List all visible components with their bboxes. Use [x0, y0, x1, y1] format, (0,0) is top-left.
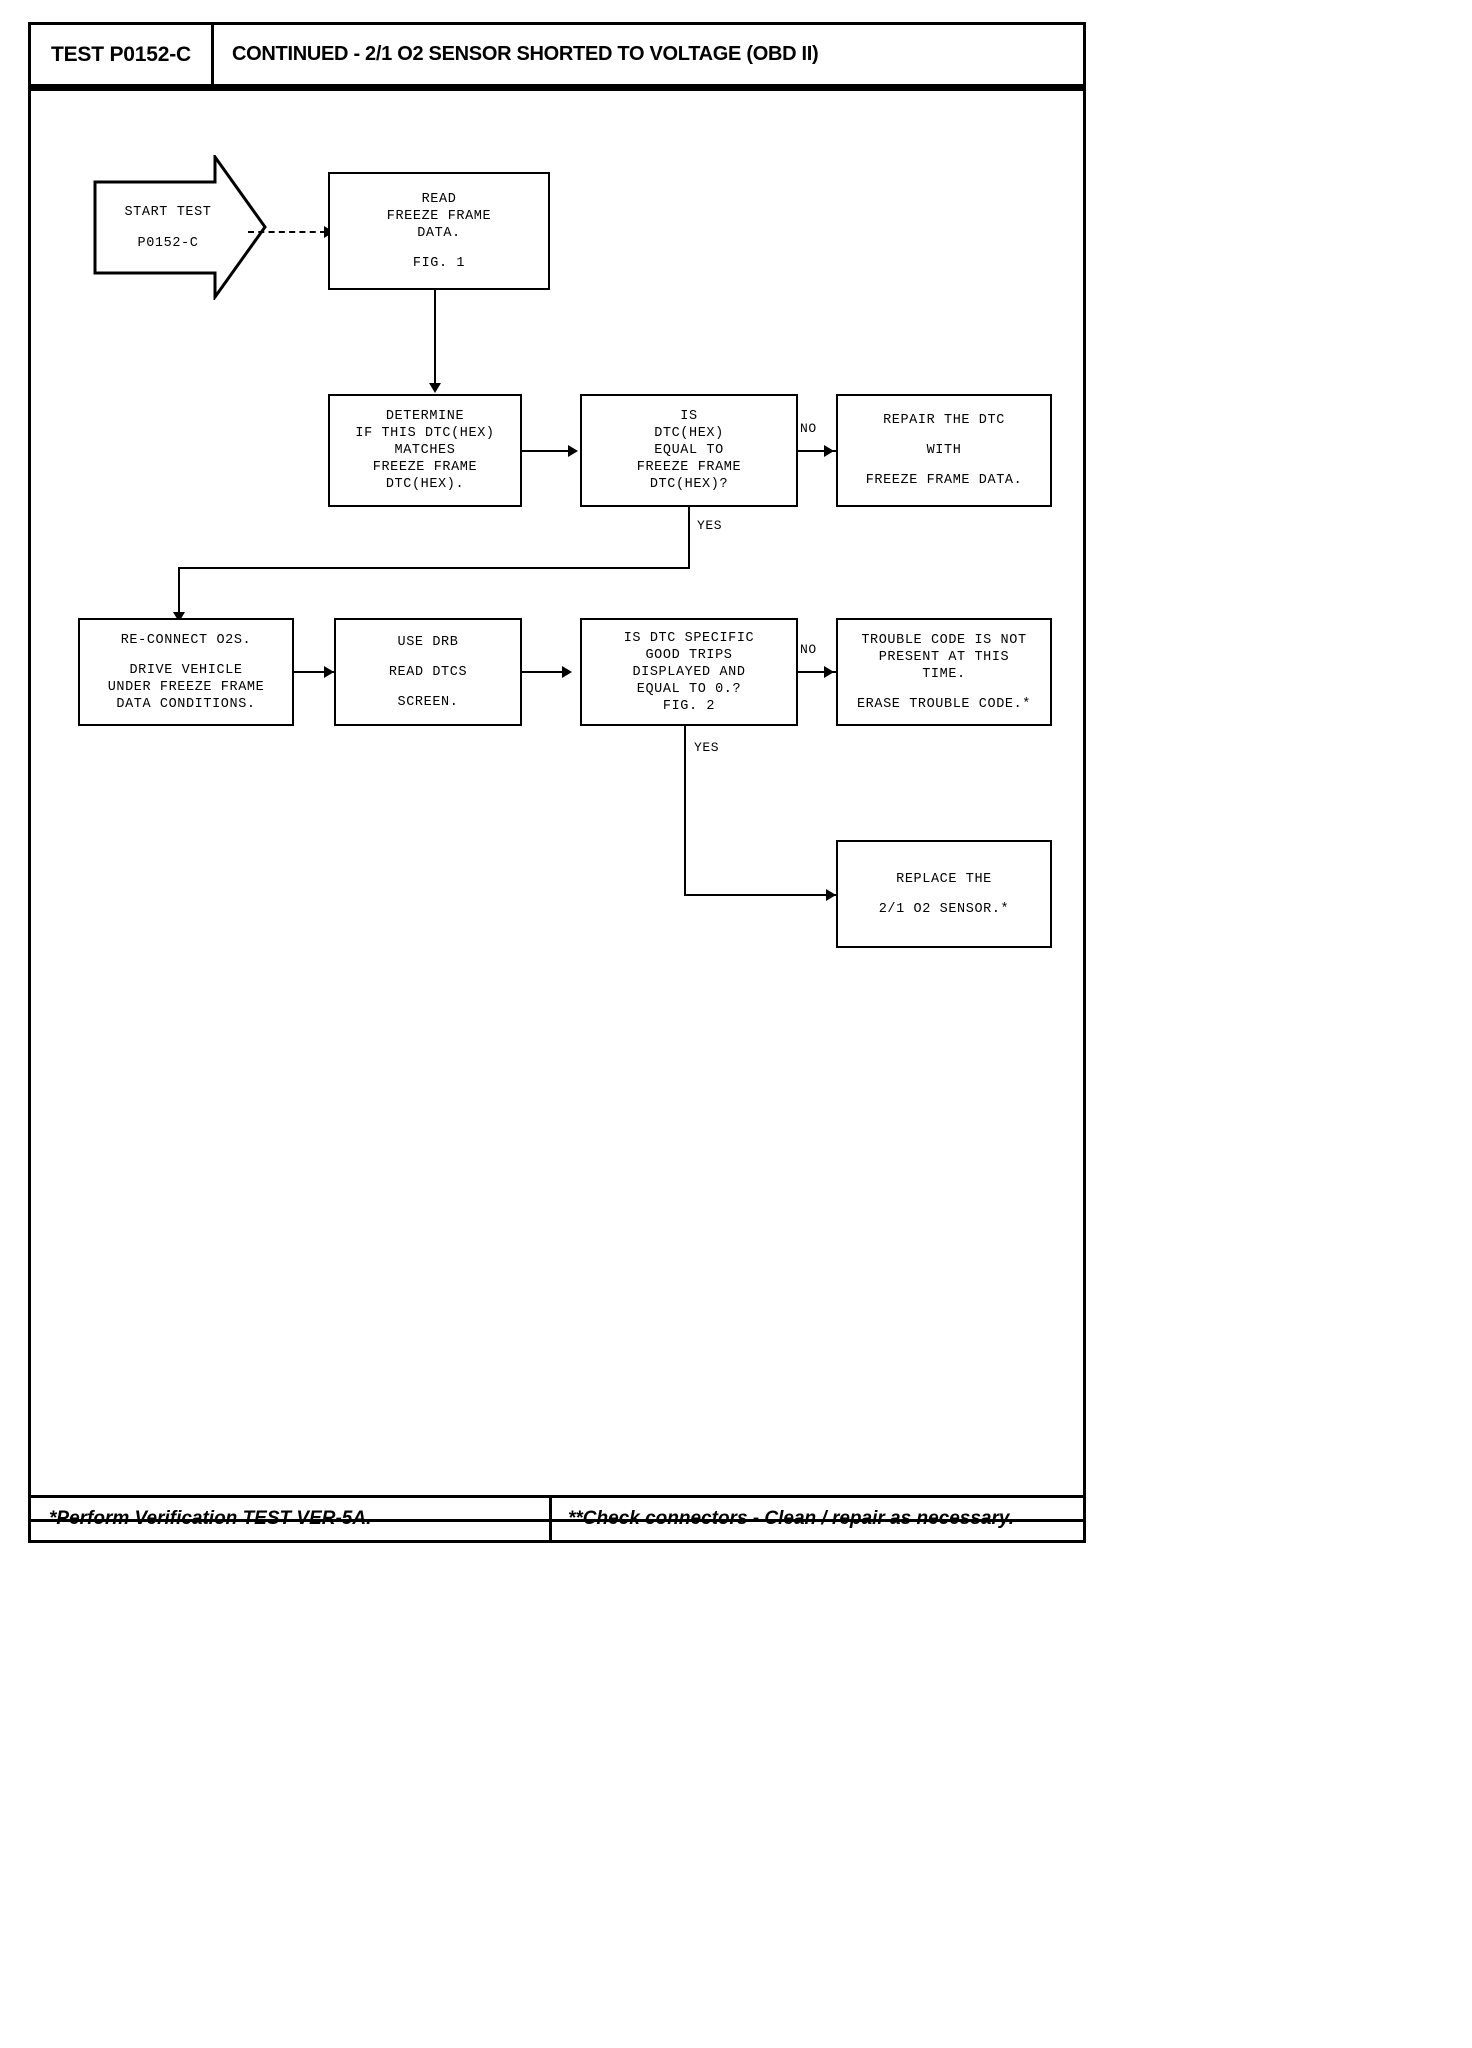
connector-isequal-yes-left: [178, 567, 690, 569]
node-line: REPAIR THE DTC: [883, 413, 1005, 428]
start-arrow-shape: [93, 155, 268, 300]
connector-goodtrips-no: [798, 671, 836, 673]
node-line: IS DTC SPECIFIC: [623, 630, 755, 646]
node-line: IF THIS DTC(HEX): [355, 426, 495, 441]
start-line-2: P0152-C: [137, 235, 199, 251]
header-divider-rule: [28, 84, 1086, 91]
connector-read-to-determine: [434, 290, 436, 385]
connector-usedrb-to-goodtrips: [522, 671, 570, 673]
node-line: ERASE TROUBLE CODE.*: [856, 696, 1032, 712]
node-line: GOOD TRIPS: [645, 647, 733, 663]
node-line: FIG. 2: [662, 698, 716, 714]
node-is-dtc-specific-good-trips[interactable]: IS DTC SPECIFIC GOOD TRIPS DISPLAYED AND…: [580, 618, 798, 726]
header-test-code-cell: TEST P0152-C: [31, 25, 214, 84]
node-line: DISPLAYED AND: [632, 664, 746, 680]
start-node-text: START TEST P0152-C: [93, 155, 243, 300]
page-footer: *Perform Verification TEST VER-5A. **Che…: [28, 1495, 1086, 1543]
node-read-freeze-frame[interactable]: READ FREEZE FRAME DATA. FIG. 1: [328, 172, 550, 290]
node-is-dtc-equal[interactable]: IS DTC(HEX) EQUAL TO FREEZE FRAME DTC(HE…: [580, 394, 798, 507]
node-trouble-code-not-present[interactable]: TROUBLE CODE IS NOT PRESENT AT THIS TIME…: [836, 618, 1052, 726]
connector-isequal-yes-down: [688, 507, 690, 569]
node-line: WITH: [926, 443, 962, 458]
node-line: READ: [421, 191, 457, 207]
node-line: PRESENT AT THIS: [878, 649, 1010, 665]
node-line: READ DTCS: [388, 664, 468, 680]
node-line: DTC(HEX).: [385, 477, 465, 492]
node-line: IS: [680, 409, 698, 424]
node-line: FREEZE FRAME: [636, 460, 742, 475]
footer-verification-note: *Perform Verification TEST VER-5A.: [49, 1508, 372, 1529]
arrowhead-goodtrips-no: [824, 666, 834, 678]
arrowhead-isequal-yes: [173, 612, 185, 622]
node-line: DATA.: [417, 225, 461, 241]
node-line: REPLACE THE: [896, 871, 992, 887]
node-line: DTC(HEX)?: [649, 477, 729, 492]
edge-label-no-1: NO: [800, 421, 817, 436]
connector-determine-to-isequal: [522, 450, 570, 452]
node-line: FREEZE FRAME: [386, 208, 492, 224]
node-line: FREEZE FRAME: [372, 460, 478, 475]
start-line-1: START TEST: [124, 204, 212, 220]
footer-right-cell: **Check connectors - Clean / repair as n…: [552, 1498, 1083, 1540]
header-title-cell: CONTINUED - 2/1 O2 SENSOR SHORTED TO VOL…: [214, 25, 1083, 84]
connector-start-to-read: [248, 231, 326, 233]
node-line: TIME.: [922, 666, 966, 682]
page-border: [28, 22, 1086, 1522]
arrowhead-read-to-determine: [429, 383, 441, 393]
node-line: DATA CONDITIONS.: [116, 696, 256, 712]
arrowhead-reconnect-to-usedrb: [324, 666, 334, 678]
node-line: EQUAL TO: [654, 443, 724, 458]
connector-isequal-yes-down2: [178, 567, 180, 617]
node-line: TROUBLE CODE IS NOT: [861, 632, 1027, 648]
arrowhead-determine-to-isequal: [568, 445, 578, 457]
node-repair-the-dtc[interactable]: REPAIR THE DTC WITH FREEZE FRAME DATA.: [836, 394, 1052, 507]
node-line: FREEZE FRAME DATA.: [865, 473, 1023, 488]
node-line: USE DRB: [397, 634, 459, 650]
node-line: UNDER FREEZE FRAME: [107, 679, 265, 695]
header-test-code: TEST P0152-C: [51, 42, 191, 66]
node-line: SCREEN.: [397, 694, 459, 710]
connector-goodtrips-yes-right: [684, 894, 836, 896]
node-line: 2/1 O2 SENSOR.*: [878, 901, 1010, 917]
node-line: RE-CONNECT O2S.: [120, 632, 252, 648]
node-line: DETERMINE: [385, 409, 465, 424]
node-line: EQUAL TO 0.?: [636, 681, 742, 697]
arrowhead-goodtrips-yes: [826, 889, 836, 901]
arrowhead-isequal-no: [824, 445, 834, 457]
arrowhead-usedrb-to-goodtrips: [562, 666, 572, 678]
node-line: DRIVE VEHICLE: [129, 662, 243, 678]
node-reconnect-o2s[interactable]: RE-CONNECT O2S. DRIVE VEHICLE UNDER FREE…: [78, 618, 294, 726]
edge-label-yes-1: YES: [697, 518, 723, 533]
edge-label-no-2: NO: [800, 642, 817, 657]
node-replace-o2-sensor[interactable]: REPLACE THE 2/1 O2 SENSOR.*: [836, 840, 1052, 948]
node-line: FIG. 1: [412, 255, 466, 271]
page-title: CONTINUED - 2/1 O2 SENSOR SHORTED TO VOL…: [232, 43, 819, 65]
footer-connectors-note: **Check connectors - Clean / repair as n…: [568, 1508, 1015, 1529]
connector-isequal-no-to-repair: [798, 450, 836, 452]
edge-label-yes-2: YES: [694, 740, 720, 755]
footer-left-cell: *Perform Verification TEST VER-5A.: [31, 1498, 552, 1540]
node-determine-dtc-match[interactable]: DETERMINE IF THIS DTC(HEX) MATCHES FREEZ…: [328, 394, 522, 507]
node-line: DTC(HEX): [654, 426, 724, 441]
node-line: MATCHES: [394, 443, 456, 458]
connector-reconnect-to-usedrb: [294, 671, 334, 673]
node-use-drb[interactable]: USE DRB READ DTCS SCREEN.: [334, 618, 522, 726]
connector-goodtrips-yes-down: [684, 726, 686, 896]
